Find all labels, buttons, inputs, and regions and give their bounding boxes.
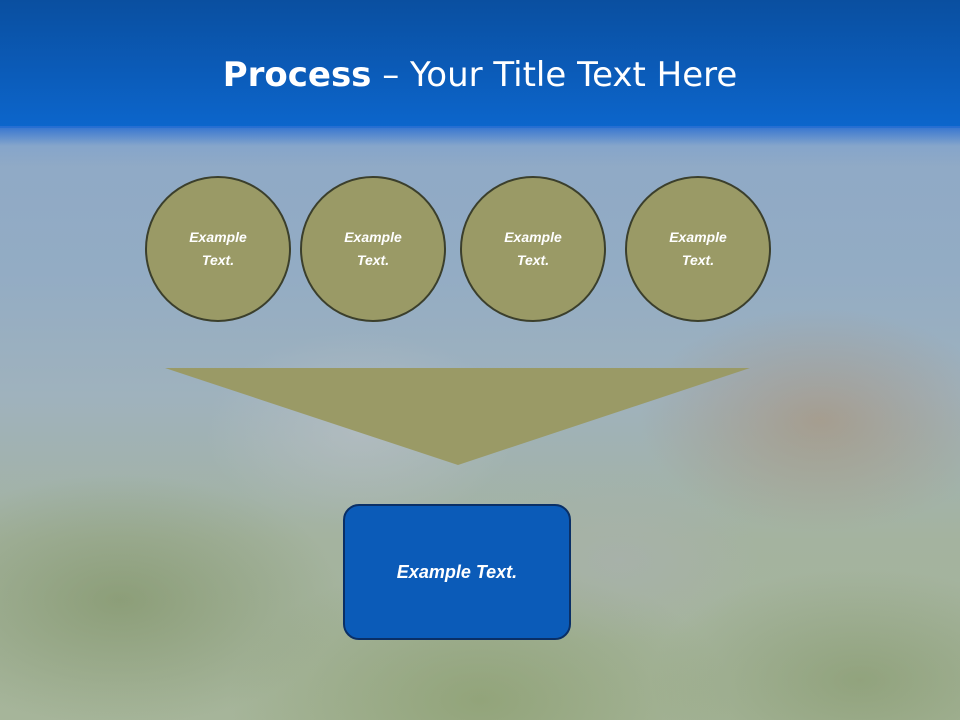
- process-circle-2: Example Text.: [300, 176, 446, 322]
- funnel-triangle: [165, 368, 750, 465]
- process-circle-3: Example Text.: [460, 176, 606, 322]
- title-bold: Process: [222, 55, 372, 95]
- circle-label: Example Text.: [504, 229, 562, 268]
- result-label: Example Text.: [396, 561, 518, 582]
- circle-label: Example Text.: [344, 229, 402, 268]
- process-circle-4: Example Text.: [625, 176, 771, 322]
- process-circle-1: Example Text.: [145, 176, 291, 322]
- title-bar: [0, 0, 960, 128]
- title-rest: – Your Title Text Here: [371, 55, 738, 95]
- slide-title: Process – Your Title Text Here: [0, 52, 960, 98]
- circle-label: Example Text.: [189, 229, 247, 268]
- result-box: Example Text.: [343, 504, 571, 640]
- circle-label: Example Text.: [669, 229, 727, 268]
- title-bar-fade: [0, 126, 960, 166]
